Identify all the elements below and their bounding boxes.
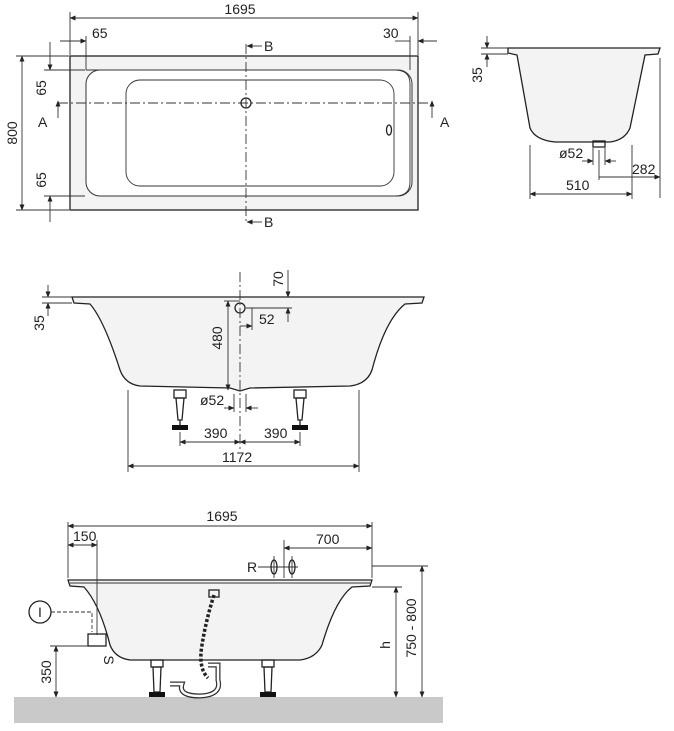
dim-install-floor-label: 350 xyxy=(38,660,54,684)
dim-front-drain-top-label: 70 xyxy=(270,271,286,287)
dim-foot-left-label: 390 xyxy=(204,425,228,441)
marker-label: I xyxy=(38,604,42,620)
support-block-icon xyxy=(87,633,107,647)
dim-span-label: 1172 xyxy=(222,449,252,465)
dim-install-total-label: 750 - 800 xyxy=(403,598,419,657)
dim-rim-left-label: 65 xyxy=(92,25,108,41)
tub-top-basin-outer xyxy=(85,69,413,197)
section-b-label-bottom: B xyxy=(264,214,273,230)
dim-side-bottom-label: 65 xyxy=(33,172,49,188)
dim-front-diam-label: ø52 xyxy=(200,392,224,408)
foot-left xyxy=(172,389,188,430)
tub-side-profile xyxy=(507,47,661,143)
label-r: R xyxy=(247,559,257,575)
installation-view: 1695 150 700 R I S 350 h 750 - 800 xyxy=(14,508,443,723)
dim-side-rim-label: 35 xyxy=(469,67,485,83)
waste-trap-inner xyxy=(170,663,220,698)
top-view: 1695 65 30 800 65 65 A A B B xyxy=(4,1,450,230)
section-a-label-left: A xyxy=(38,114,48,130)
tub-install-profile xyxy=(67,579,373,661)
floor xyxy=(14,697,443,723)
dim-install-length-label: 1695 xyxy=(206,508,237,524)
tub-front-profile xyxy=(71,296,425,392)
side-section-view: 35 ø52 282 510 xyxy=(469,36,661,199)
label-s: S xyxy=(101,655,117,664)
dim-front-offset-label: 52 xyxy=(259,311,275,327)
tub-top-basin-ledge xyxy=(86,69,411,197)
drain-stub xyxy=(592,140,606,148)
dim-install-left-offset-label: 150 xyxy=(73,528,97,544)
dim-side-top-label: 65 xyxy=(33,80,49,96)
dim-foot-right-label: 390 xyxy=(264,425,288,441)
section-b-label-top: B xyxy=(264,38,273,54)
overflow-cap xyxy=(208,589,220,598)
dim-install-right-offset-label: 700 xyxy=(316,531,340,547)
label-h: h xyxy=(377,641,393,649)
foot-right xyxy=(292,389,308,430)
install-foot-right xyxy=(260,659,276,697)
section-a-label-right: A xyxy=(440,114,450,130)
dim-front-rim-label: 35 xyxy=(31,315,47,331)
dim-width-label: 800 xyxy=(4,121,20,145)
front-section-view: 35 70 52 480 ø52 390 390 1172 xyxy=(31,270,425,472)
marker-leader xyxy=(51,611,93,632)
overflow-symbol xyxy=(385,124,393,136)
overflow-hose xyxy=(199,594,216,680)
dim-side-base-label: 510 xyxy=(566,177,590,193)
waste-trap xyxy=(170,662,222,699)
install-foot-left xyxy=(149,659,165,697)
dim-length-label: 1695 xyxy=(224,1,255,17)
dim-rim-right-label: 30 xyxy=(383,25,399,41)
dim-side-diam-label: ø52 xyxy=(559,145,583,161)
tub-top-basin-inner xyxy=(125,79,395,187)
dim-side-offset-label: 282 xyxy=(632,161,656,177)
dim-front-depth-label: 480 xyxy=(209,326,225,350)
